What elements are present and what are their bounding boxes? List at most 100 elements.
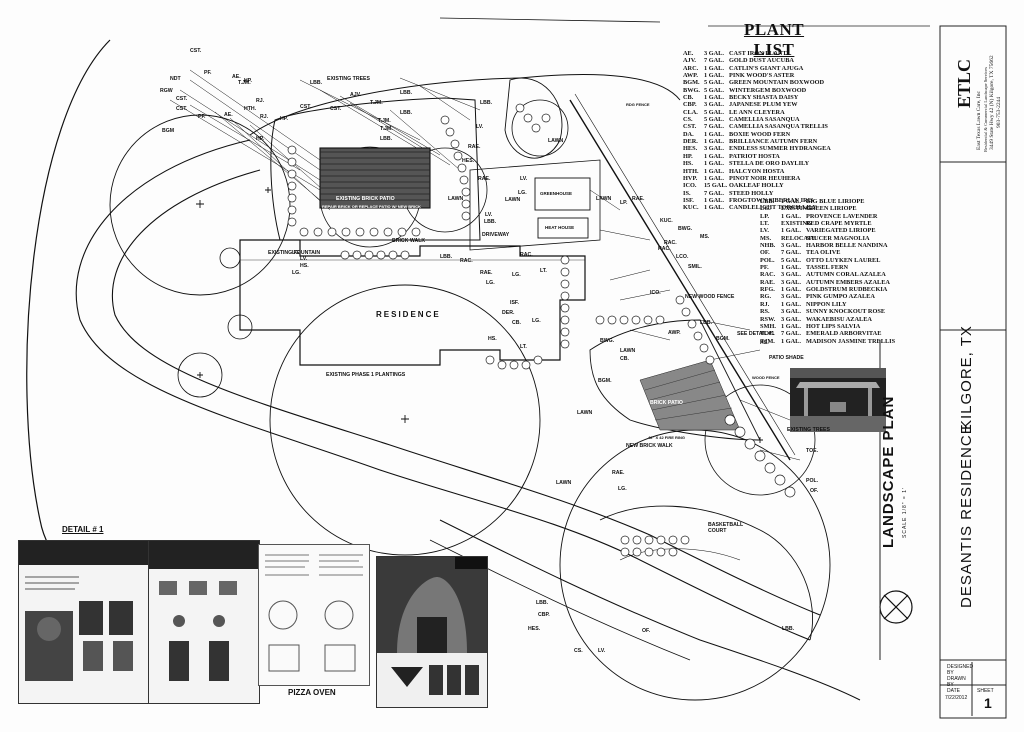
plant-tag: DER. [502, 310, 515, 316]
plant-tag: LT. [540, 268, 547, 274]
date-label: DATE [947, 688, 960, 694]
plant-tag: ICO. [650, 290, 661, 296]
plant-list-row: DER.1 GAL.BRILLIANCE AUTUMN FERN [683, 138, 831, 145]
plant-code: CST. [683, 123, 697, 131]
tree-canopy-7 [219, 247, 241, 269]
plant-tag: CS. [574, 648, 583, 654]
plant-name: SAUCER MAGNOLIA [806, 234, 870, 242]
plant-tag: HP. [280, 116, 288, 122]
plant-tag: CST. [330, 106, 342, 112]
plant-tag: BGM. [716, 336, 730, 342]
plant-qty: RELOCATE [781, 234, 816, 242]
date-value: 7/22/2012 [945, 695, 968, 701]
plant-tag: LV. [476, 124, 484, 130]
property-line [439, 17, 661, 23]
plant-tag: RJ. [260, 114, 269, 120]
lawn-label-5: LAWN [577, 410, 593, 416]
existing-fountain-label: EXISTING FOUNTAIN [268, 250, 321, 256]
drawing-scale: SCALE 1/8" = 1' [902, 487, 908, 538]
plant-qty: 5 GAL. [704, 116, 724, 124]
plant-list-row: POL.5 GAL.OTTO LUYKEN LAUREL [760, 257, 895, 264]
plant-qty: 1 GAL. [781, 300, 801, 308]
plant-name: TASSEL FERN [806, 264, 849, 272]
existing-phase-label: EXISTING PHASE 1 PLANTINGS [326, 372, 406, 378]
east-fence [569, 99, 791, 461]
lawn-label-6: LAWN [556, 480, 572, 486]
plant-tag: AE. [224, 112, 233, 118]
curved-path-right [519, 73, 681, 101]
plant-list-row: LV.1 GAL.VARIEGATED LIRIOPE [760, 227, 895, 234]
see-detail-label: SEE DETAIL #1 [737, 331, 775, 337]
plant-list-row: AE.3 GAL.CAST IRON PLANT [683, 50, 831, 57]
plant-list-row: LBB.1 GAL.BIG BLUE LIRIOPE [760, 198, 895, 205]
plant-code: POL. [760, 256, 775, 264]
plant-code: TJM. [760, 337, 775, 345]
plant-tag: OF. [810, 488, 819, 494]
plant-qty: 7 GAL. [781, 249, 801, 257]
plant-tag: LV. [598, 648, 606, 654]
plant-qty: 1 GAL. [704, 167, 724, 175]
plant-qty: 7 GAL. [781, 330, 801, 338]
plant-list-row: ARC.1 GAL.CATLIN'S GIANT AJUGA [683, 65, 831, 72]
plant-tag: RAC. [658, 246, 671, 252]
plant-name: JAPANESE PLUM YEW [729, 101, 798, 109]
plant-code: RJ. [760, 300, 770, 308]
plant-qty: 1 GAL. [704, 72, 724, 80]
plant-list-row: RAC.3 GAL.AUTUMN CORAL AZALEA [760, 271, 895, 278]
plant-list-row: RFG.1 GAL.GOLDSTRUM RUDBECKIA [760, 286, 895, 293]
plant-code: HVP. [683, 174, 698, 182]
residence-outline [239, 239, 586, 366]
plant-list-row: CB.1 GAL.BECKY SHASTA DAISY [683, 94, 831, 101]
plant-name: OTTO LUYKEN LAUREL [806, 256, 881, 264]
plant-tag: LBB. [400, 110, 413, 116]
plant-code: LV. [760, 227, 769, 235]
plant-list-row: SMH.1 GAL.HOT LIPS SALVIA [760, 323, 895, 330]
company-name: ETLC [954, 58, 974, 108]
company-line-1: East Texas Lawn Care, Inc [976, 91, 982, 150]
plant-name: PROVENCE LAVENDER [806, 212, 878, 220]
drawn-by-label: DRAWN BY [947, 676, 966, 688]
plant-list-row: BWG.5 GAL.WINTERGEM BOXWOOD [683, 87, 831, 94]
plant-qty: 7 GAL. [704, 123, 724, 131]
rdg-fence-label: RDG FENCE [626, 102, 650, 107]
plant-qty: 3 GAL. [704, 50, 724, 57]
plant-tag: RAC. [664, 240, 677, 246]
plant-qty: 5 GAL. [704, 108, 724, 116]
plant-qty: 3 GAL. [781, 278, 801, 286]
plant-list-row: MS. RELOCATESAUCER MAGNOLIA [760, 235, 895, 242]
plant-tag: RAE. [480, 270, 493, 276]
plant-list-row: CST. 7 GAL. CAMELLIA SASANQUA TRELLIS [683, 123, 831, 130]
plant-tag: LBB. [440, 254, 453, 260]
driveway-loop-outer [75, 139, 811, 641]
tree-canopy-1 [109, 114, 291, 296]
plant-code: MS. [760, 234, 772, 242]
plant-tag: MS. [700, 234, 710, 240]
plant-name: STELLA DE ORO DAYLILY [729, 160, 810, 168]
new-brick-walk-label: NEW BRICK WALK [626, 443, 673, 449]
plant-tag: CST. [300, 104, 312, 110]
patio-edge [589, 319, 761, 441]
plant-qty: 1 GAL. [781, 286, 801, 294]
plant-name: HALCYON HOSTA [729, 167, 785, 175]
plant-list-row: IS.7 GAL.STEED HOLLY [683, 190, 831, 197]
brochure-panel-4 [376, 556, 488, 708]
plant-code: ICO. [683, 182, 697, 190]
project-name: DESANTIS RESIDENCE [958, 423, 975, 608]
plant-code: RS. [760, 308, 770, 316]
plant-qty: 15 GAL. [704, 182, 728, 190]
plant-code: BGM. [683, 79, 700, 87]
plant-code: RSW. [760, 315, 776, 323]
plant-code: AJV. [683, 57, 697, 65]
plant-tag: LG. [518, 190, 527, 196]
existing-brick-patio-label: EXISTING BRICK PATIO [336, 196, 395, 202]
plant-name: CAMELLIA SASANQUA TRELLIS [729, 123, 828, 131]
plant-tag: CB. [620, 356, 629, 362]
plant-code: LG. [760, 205, 771, 213]
plant-tag: LBB. [400, 90, 413, 96]
plant-qty: 3 GAL. [704, 145, 724, 153]
plant-list-row: LP.1 GAL.PROVENCE LAVENDER [760, 213, 895, 220]
plant-tag: LP. [620, 200, 628, 206]
plant-qty: 3 GAL. [781, 315, 801, 323]
plant-tag: HP. [244, 78, 252, 84]
